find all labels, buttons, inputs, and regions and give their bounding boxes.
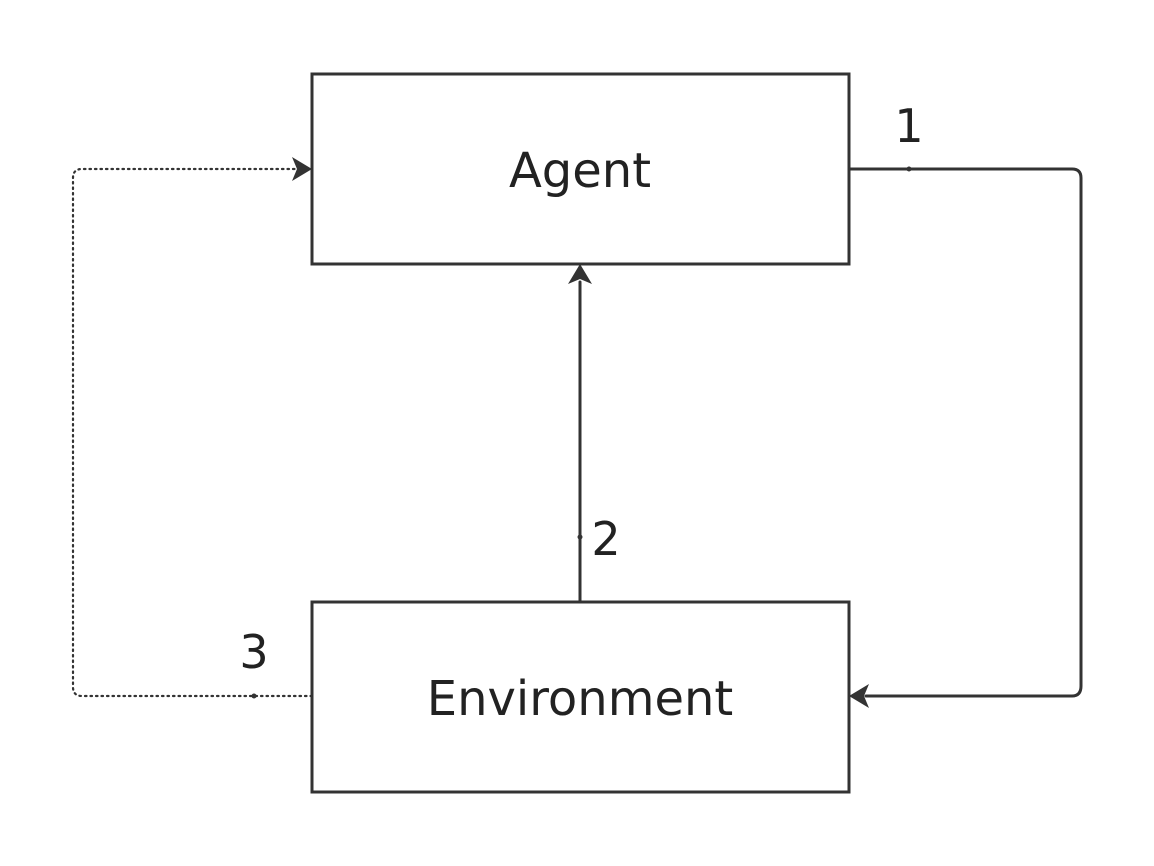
edge-reward-label: 3 — [239, 625, 268, 679]
edge-reward-arrowhead — [292, 157, 312, 181]
environment-box — [310, 600, 851, 794]
agent-label: Agent — [509, 143, 651, 199]
agent-node: Agent — [310, 72, 851, 266]
agent-box — [310, 72, 851, 266]
edge-action: 1 — [847, 99, 1083, 708]
edge-reward: 3 — [71, 157, 314, 699]
edge-reward-line — [71, 167, 314, 698]
edge-observation: 2 — [568, 264, 621, 604]
environment-label: Environment — [427, 671, 734, 727]
edge-action-label-tick — [906, 166, 912, 172]
edge-observation-arrowhead — [568, 264, 592, 284]
edge-action-label: 1 — [894, 99, 923, 153]
edge-action-line — [847, 167, 1083, 698]
edge-observation-label-tick — [577, 534, 583, 540]
environment-node: Environment — [310, 600, 851, 794]
edge-reward-label-tick — [251, 693, 257, 699]
edge-action-arrowhead — [849, 684, 869, 708]
edge-observation-label: 2 — [591, 512, 620, 566]
